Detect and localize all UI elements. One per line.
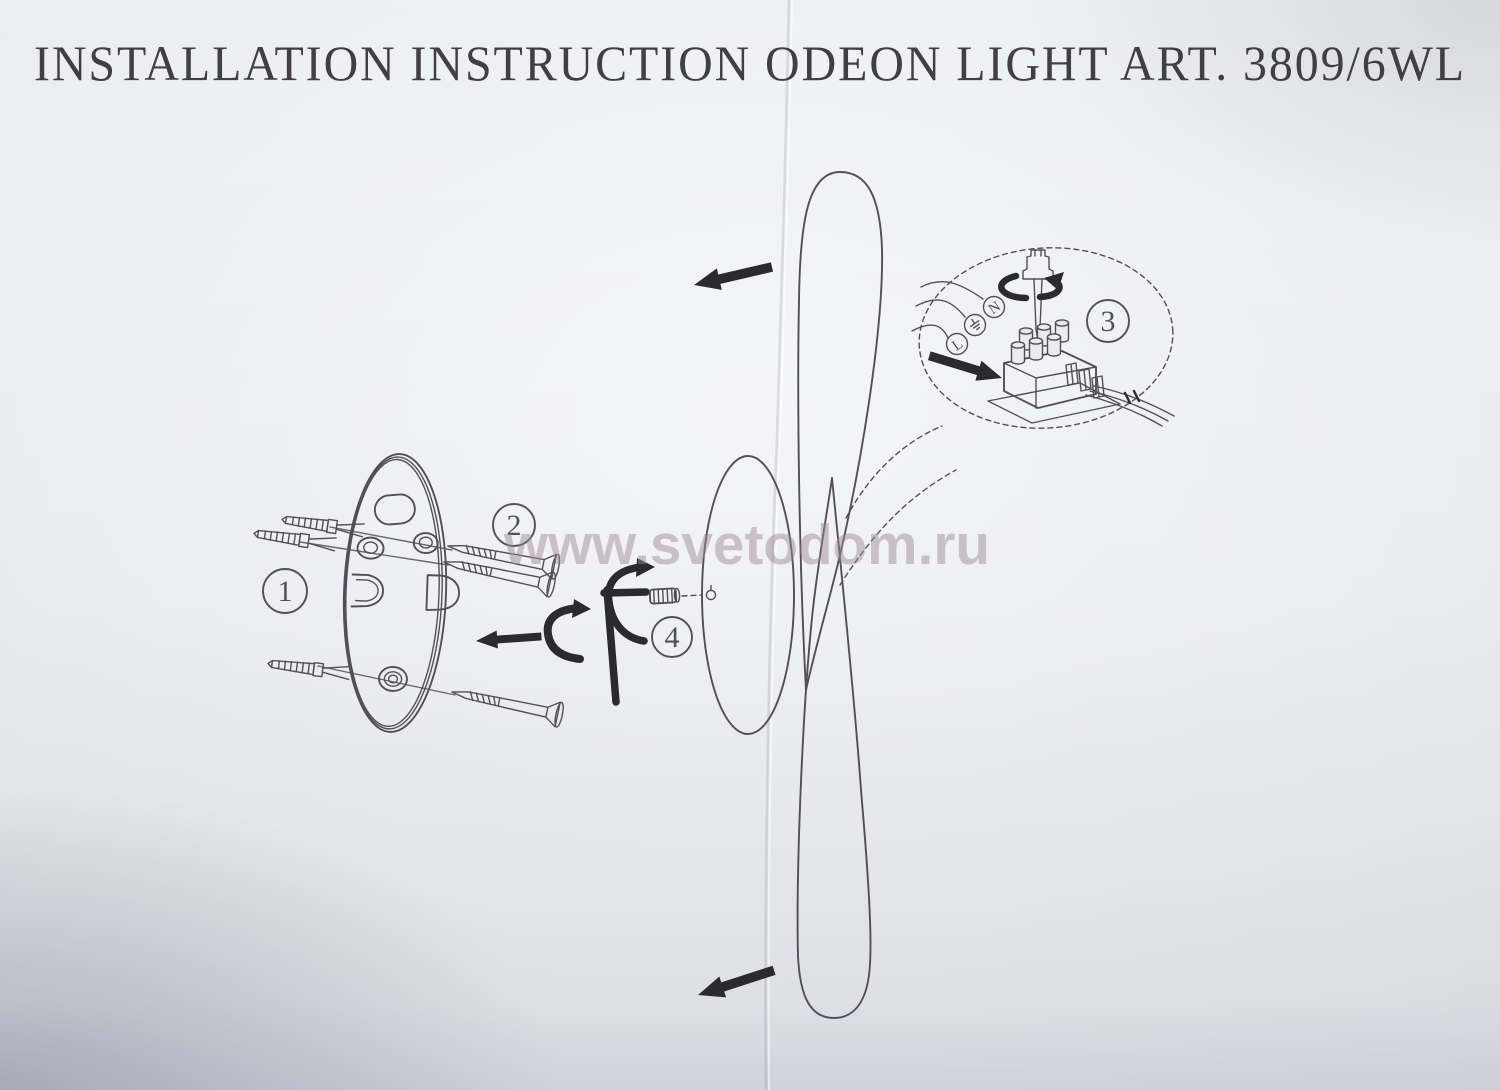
direction-arrows: [691, 256, 778, 1006]
terminal-base-plate: [987, 382, 1121, 424]
step-number: 1: [278, 575, 293, 608]
rotate-direction-icon: [998, 272, 1064, 302]
earth-ground-icon: [969, 318, 981, 331]
lamp-top-blade: [797, 171, 884, 691]
detail-leader-line: [845, 425, 943, 519]
step3-wiring-detail-group: N L: [839, 247, 1175, 586]
step-number: 4: [665, 621, 680, 654]
wall-mounting-plate: [342, 453, 460, 733]
terminal-block-icon: [987, 319, 1121, 424]
screw-hole: [412, 532, 439, 554]
document-title: INSTALLATION INSTRUCTION ODEON LIGHT ART…: [34, 35, 1466, 91]
screw-hole: [356, 536, 385, 560]
step-badge-3: 3: [1086, 299, 1130, 343]
slide-left-arrow-icon: [691, 256, 775, 296]
lamp-group: [701, 171, 884, 1019]
wire-label-earth: [963, 313, 987, 337]
cable-cutout: [373, 493, 416, 526]
wall-anchor-icon: [266, 655, 351, 681]
alignment-dashed-line: [681, 594, 703, 597]
terminal-wires: [1085, 385, 1175, 427]
step1-wall-plate-group: 1 2: [252, 453, 591, 733]
step4-set-screw-group: 4: [600, 558, 703, 706]
rotate-and-slide-arrow-icon: [475, 599, 591, 663]
set-screw-icon: [648, 587, 681, 605]
set-screw-hole: [705, 584, 717, 601]
locking-tab: [425, 574, 460, 612]
step-number: 3: [1101, 305, 1116, 338]
watermark: www.svetodom.ru: [503, 513, 990, 577]
rotate-direction-icon: [604, 558, 655, 645]
mounting-screw-icon: [448, 679, 566, 729]
supply-wires: [911, 280, 984, 339]
paper-fold-crease: [764, 0, 793, 1090]
lamp-bottom-blade: [796, 477, 872, 1019]
detail-leader-line: [839, 469, 957, 586]
step-badge-2: 2: [492, 503, 536, 547]
step-badge-4: 4: [651, 616, 693, 658]
wire-label-neutral: N: [982, 295, 1006, 319]
side-notch: [350, 573, 385, 608]
detail-bubble-outline: [918, 247, 1174, 429]
wire-label-live: L: [945, 332, 969, 356]
screw-hole: [378, 666, 408, 692]
insert-wires-arrow-icon: [926, 345, 1006, 388]
step-badge-1: 1: [262, 568, 308, 614]
step-number: 2: [507, 509, 522, 542]
